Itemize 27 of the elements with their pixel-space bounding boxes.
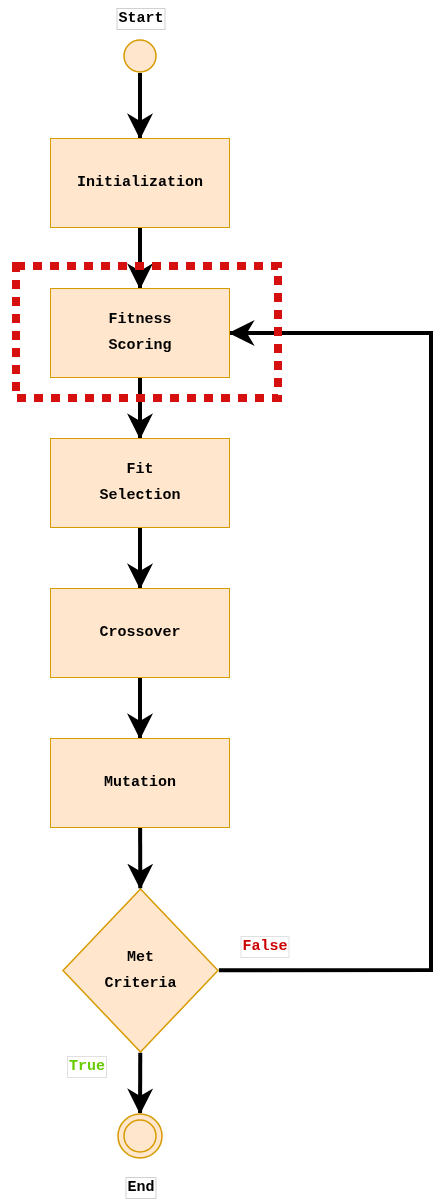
end-circle — [117, 1113, 163, 1159]
arrow — [127, 378, 153, 440]
arrow — [127, 828, 154, 890]
arrow — [127, 528, 153, 590]
arrow — [218, 320, 433, 973]
arrow — [127, 228, 153, 290]
node-label: Crossover — [99, 623, 181, 643]
node-label: Met Criteria — [104, 947, 177, 994]
arrow — [127, 678, 153, 740]
node-label: Fit Selection — [99, 460, 181, 506]
start-circle — [123, 39, 157, 73]
node-caption: Start — [116, 8, 166, 30]
arrow — [127, 73, 153, 140]
node-caption: End — [125, 1177, 157, 1199]
node-label: Fitness Scoring — [108, 310, 172, 356]
highlight-frame — [12, 262, 282, 402]
process-box — [50, 288, 230, 378]
arrow — [127, 1052, 154, 1115]
process-box — [50, 138, 230, 228]
decision-diamond — [62, 888, 219, 1053]
process-box — [50, 438, 230, 528]
node-label: Initialization — [77, 173, 203, 193]
process-box — [50, 588, 230, 678]
edge-label: False — [240, 936, 290, 958]
process-box — [50, 738, 230, 828]
node-label: Mutation — [104, 773, 176, 793]
edge-label: True — [67, 1056, 107, 1078]
